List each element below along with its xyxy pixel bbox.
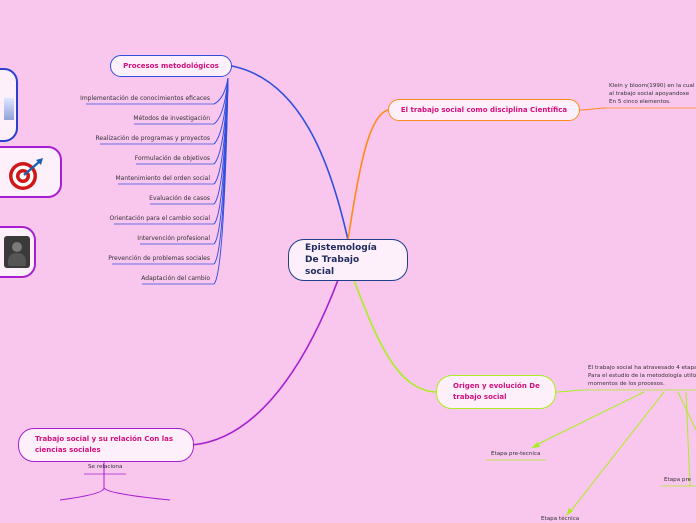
leaf-item[interactable]: Implementación de conocimientos eficaces: [80, 95, 210, 102]
connector-procesos: [232, 66, 348, 240]
leaf-item[interactable]: Mantenimiento del orden social: [115, 175, 210, 182]
connector-disciplina-note: [580, 108, 606, 110]
leaf-item[interactable]: Evaluación de casos: [149, 195, 210, 202]
leaf-item[interactable]: Orientación para el cambio social: [109, 215, 210, 222]
central-topic-label: Epistemología De Trabajo social: [305, 242, 389, 278]
origen-sub-pretecnica[interactable]: Etapa pre-tecnica: [491, 450, 540, 458]
image-node-2[interactable]: [0, 146, 62, 198]
connector-disciplina: [348, 110, 388, 240]
branch-relacion-ciencias-sociales[interactable]: Trabajo social y su relación Con las cie…: [18, 428, 194, 462]
branch-origen-label: Origen y evolución De trabajo social: [453, 381, 540, 403]
branch-disciplina-cientifica[interactable]: El trabajo social como disciplina Cientí…: [388, 99, 580, 121]
leaf-item[interactable]: Realización de programas y proyectos: [96, 135, 210, 142]
leaf-item[interactable]: Formulación de objetivos: [135, 155, 210, 162]
central-topic[interactable]: Epistemología De Trabajo social: [288, 239, 408, 281]
branch-origen-evolucion[interactable]: Origen y evolución De trabajo social: [436, 375, 556, 409]
branch-relacion-label: Trabajo social y su relación Con las cie…: [35, 434, 173, 456]
origen-note: El trabajo social ha atravesado 4 etapas…: [588, 364, 696, 388]
note-line: al trabajo social apoyandose: [609, 90, 696, 98]
connector-origen: [354, 280, 436, 392]
branch-relacion-label-line1: Trabajo social y su relación Con las: [35, 434, 173, 445]
branch-relacion-label-line2: ciencias sociales: [35, 445, 173, 456]
picture-icon: [4, 98, 14, 120]
leaf-item[interactable]: Adaptación del cambio: [141, 275, 210, 282]
connector-relacion: [192, 280, 338, 445]
note-line: Klein y bloom(1990) en la cual se: [609, 82, 696, 90]
note-line: En 5 cinco elementos.: [609, 98, 696, 106]
target-dart-icon: [6, 156, 44, 194]
note-line: El trabajo social ha atravesado 4 etapas: [588, 364, 696, 372]
relacion-sub-se-relaciona[interactable]: Se relaciona: [88, 463, 122, 471]
procesos-leaf-stems: [214, 78, 228, 284]
branch-procesos-label: Procesos metodológicos: [123, 62, 219, 70]
branch-origen-label-line1: Origen y evolución De: [453, 381, 540, 392]
branch-disciplina-label: El trabajo social como disciplina Cientí…: [401, 106, 567, 114]
image-node-1[interactable]: [0, 68, 18, 142]
origen-sub-etapa-tecnica[interactable]: Etapa técnica: [541, 515, 579, 523]
origen-sub-etapa-pre[interactable]: Etapa pre: [664, 476, 691, 484]
branch-origen-label-line2: trabajo social: [453, 392, 540, 403]
disciplina-note: Klein y bloom(1990) en la cual se al tra…: [609, 82, 696, 106]
note-line: momentos de los procesos.: [588, 380, 696, 388]
image-node-3[interactable]: [0, 226, 36, 278]
person-photo-icon: [4, 236, 30, 268]
origen-sub-connectors: [534, 392, 696, 512]
branch-procesos-metodologicos[interactable]: Procesos metodológicos: [110, 55, 232, 77]
note-line: Para el estudio de la metodología utiliz…: [588, 372, 696, 380]
leaf-item[interactable]: Intervención profesional: [137, 235, 210, 242]
leaf-item[interactable]: Prevención de problemas sociales: [108, 255, 210, 262]
leaf-item[interactable]: Métodos de investigación: [133, 115, 210, 122]
